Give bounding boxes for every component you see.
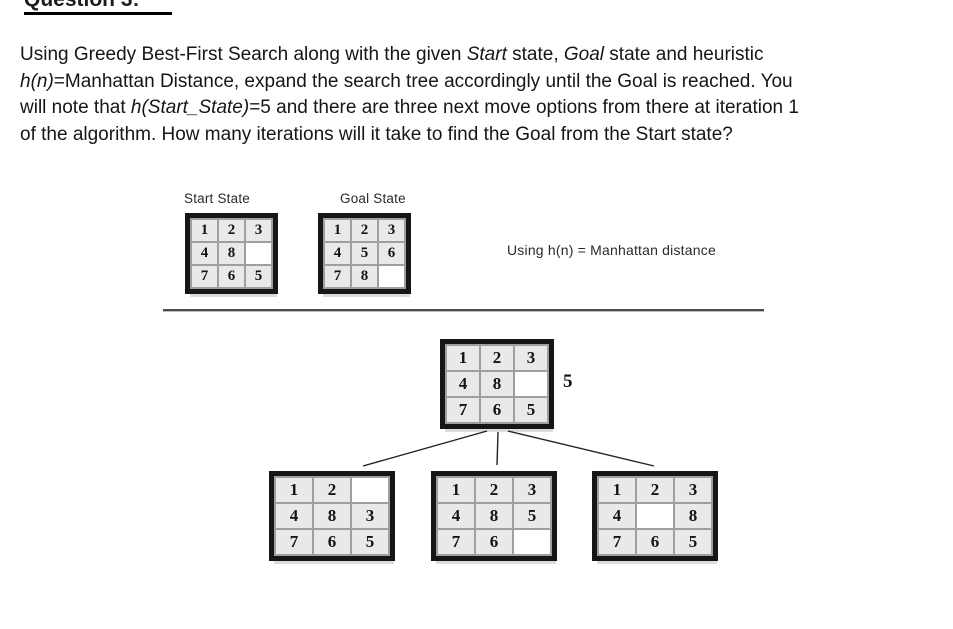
puzzle-cell (379, 266, 404, 287)
puzzle-cell (246, 243, 271, 264)
question-paragraph: Using Greedy Best-First Search along wit… (20, 42, 945, 148)
puzzle-cell: 3 (379, 220, 404, 241)
puzzle-cell: 8 (476, 504, 512, 528)
section-divider (163, 309, 764, 312)
puzzle-cell: 1 (325, 220, 350, 241)
puzzle-cell: 7 (325, 266, 350, 287)
puzzle-cell: 1 (447, 346, 479, 370)
start-state-grid: 1 2 3 4 8 7 6 5 (185, 213, 278, 294)
puzzle-cell: 8 (352, 266, 377, 287)
question-line-4: of the algorithm. How many iterations wi… (20, 123, 733, 145)
question-line-1: Using Greedy Best-First Search along wit… (20, 44, 764, 65)
tree-edge-left (362, 430, 488, 467)
puzzle-cell: 6 (476, 530, 512, 554)
tree-child-1-grid: 1 2 4 8 3 7 6 5 (269, 471, 395, 561)
puzzle-cell: 4 (276, 504, 312, 528)
goal-state-label: Goal State (340, 191, 406, 206)
puzzle-cell: 6 (481, 398, 513, 422)
tree-edge-middle (496, 431, 499, 466)
puzzle-cell: 6 (219, 266, 244, 287)
puzzle-cell (352, 478, 388, 502)
puzzle-cell: 3 (675, 478, 711, 502)
puzzle-cell: 4 (447, 372, 479, 396)
puzzle-cell: 7 (599, 530, 635, 554)
puzzle-cell: 2 (637, 478, 673, 502)
puzzle-cell: 4 (438, 504, 474, 528)
tree-child-2-grid: 1 2 3 4 8 5 7 6 (431, 471, 557, 561)
puzzle-cell: 1 (438, 478, 474, 502)
page-title-text: Question 3: (24, 0, 172, 15)
puzzle-cell: 7 (192, 266, 217, 287)
puzzle-cell: 8 (675, 504, 711, 528)
puzzle-cell: 2 (219, 220, 244, 241)
question-line-3: will note that h(Start_State)=5 and ther… (20, 97, 799, 119)
puzzle-cell: 6 (637, 530, 673, 554)
puzzle-cell: 3 (352, 504, 388, 528)
puzzle-cell: 8 (219, 243, 244, 264)
puzzle-cell (515, 372, 547, 396)
tree-root-grid: 1 2 3 4 8 7 6 5 (440, 339, 554, 429)
puzzle-cell: 1 (192, 220, 217, 241)
puzzle-cell: 4 (325, 243, 350, 264)
puzzle-cell: 5 (352, 530, 388, 554)
puzzle-cell: 5 (246, 266, 271, 287)
puzzle-cell: 1 (276, 478, 312, 502)
puzzle-cell: 6 (379, 243, 404, 264)
puzzle-cell: 4 (599, 504, 635, 528)
puzzle-cell: 5 (352, 243, 377, 264)
heuristic-note: Using h(n) = Manhattan distance (507, 242, 716, 258)
puzzle-cell: 2 (476, 478, 512, 502)
start-state-label: Start State (184, 191, 250, 206)
puzzle-cell: 3 (246, 220, 271, 241)
puzzle-cell: 2 (481, 346, 513, 370)
question-line-2: h(n)=Manhattan Distance, expand the sear… (20, 70, 793, 92)
puzzle-cell: 5 (515, 398, 547, 422)
puzzle-cell: 6 (314, 530, 350, 554)
puzzle-cell: 2 (352, 220, 377, 241)
tree-edge-right (507, 430, 655, 467)
puzzle-cell: 3 (515, 346, 547, 370)
puzzle-cell: 1 (599, 478, 635, 502)
puzzle-cell: 5 (514, 504, 550, 528)
puzzle-cell: 5 (675, 530, 711, 554)
page-title: Question 3: (24, 0, 172, 15)
puzzle-cell: 7 (447, 398, 479, 422)
puzzle-cell: 2 (314, 478, 350, 502)
puzzle-cell: 7 (438, 530, 474, 554)
root-heuristic-value: 5 (563, 371, 573, 392)
puzzle-cell (637, 504, 673, 528)
puzzle-cell: 8 (481, 372, 513, 396)
puzzle-cell: 3 (514, 478, 550, 502)
puzzle-cell (514, 530, 550, 554)
puzzle-cell: 7 (276, 530, 312, 554)
puzzle-cell: 8 (314, 504, 350, 528)
puzzle-cell: 4 (192, 243, 217, 264)
tree-child-3-grid: 1 2 3 4 8 7 6 5 (592, 471, 718, 561)
goal-state-grid: 1 2 3 4 5 6 7 8 (318, 213, 411, 294)
